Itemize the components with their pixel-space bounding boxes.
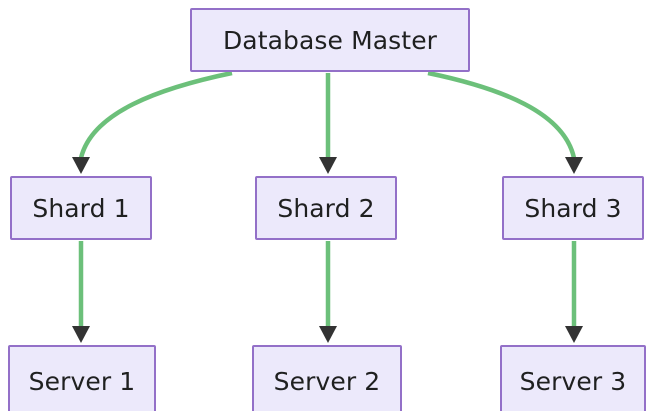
node-server-2[interactable]: Server 2: [252, 345, 402, 411]
node-server-3-label: Server 3: [519, 366, 627, 396]
edge-master-shard3: [427, 70, 583, 174]
node-shard-3[interactable]: Shard 3: [502, 176, 644, 240]
edge-master-shard2-arrowhead: [319, 157, 337, 174]
edge-shard3-server3: [565, 241, 583, 343]
node-server-3[interactable]: Server 3: [500, 345, 646, 411]
edge-master-shard3-line: [427, 70, 577, 159]
node-shard-3-label: Shard 3: [524, 193, 622, 223]
edge-shard1-server1-arrowhead: [72, 326, 90, 343]
edge-master-shard3-arrowhead: [565, 157, 583, 174]
edge-shard2-server2: [319, 241, 337, 343]
node-database-master-label: Database Master: [222, 25, 438, 55]
edge-shard1-server1: [72, 241, 90, 343]
node-shard-2[interactable]: Shard 2: [255, 176, 397, 240]
edge-master-shard2: [319, 73, 337, 174]
edge-shard2-server2-arrowhead: [319, 326, 337, 343]
edge-master-shard1: [72, 70, 233, 174]
node-database-master[interactable]: Database Master: [190, 8, 470, 72]
node-server-1-label: Server 1: [28, 366, 136, 396]
edge-shard3-server3-arrowhead: [565, 326, 583, 343]
node-shard-2-label: Shard 2: [277, 193, 375, 223]
node-server-1[interactable]: Server 1: [8, 345, 156, 411]
node-shard-1[interactable]: Shard 1: [10, 176, 152, 240]
edge-master-shard1-line: [78, 70, 233, 159]
edge-master-shard1-arrowhead: [72, 157, 90, 174]
node-shard-1-label: Shard 1: [32, 193, 130, 223]
node-server-2-label: Server 2: [273, 366, 381, 396]
